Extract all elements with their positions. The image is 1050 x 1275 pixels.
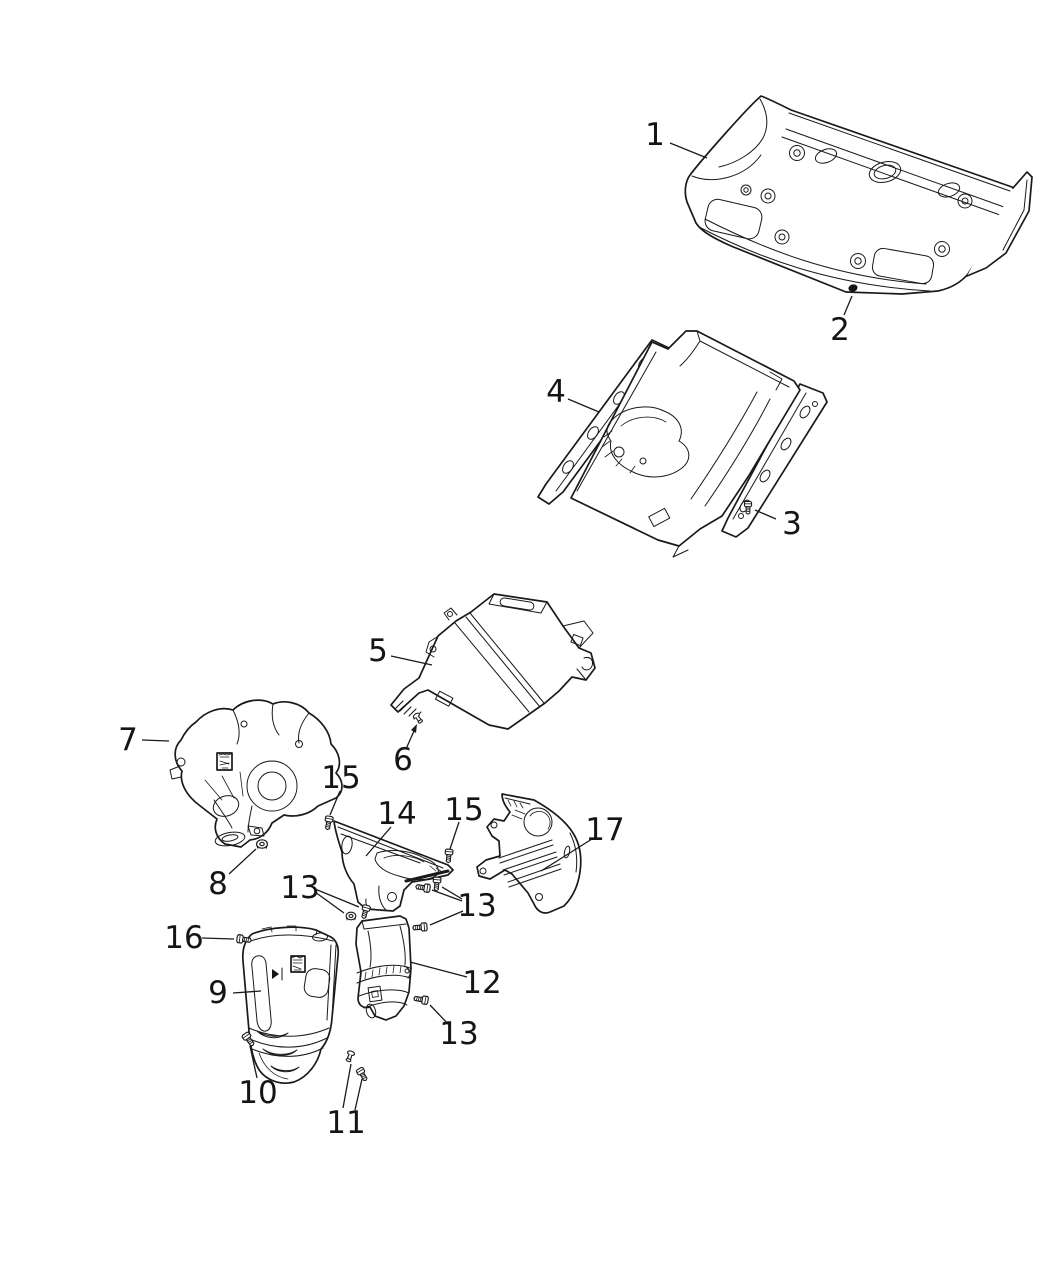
callout-6-leader (405, 730, 415, 750)
callout-6-arrowhead (411, 724, 417, 733)
callout-11-leader (354, 1078, 363, 1111)
callout-13-leader (314, 891, 345, 914)
callout-13-leader (431, 889, 463, 902)
fastener-screw-8 (414, 882, 432, 894)
callout-13-leader (429, 910, 464, 926)
callout-4-leader (567, 398, 600, 413)
callout-15-leader (329, 790, 341, 816)
callout-15-label: 15 (444, 792, 483, 828)
callout-8-leader (228, 848, 257, 875)
fastener-screw-10 (411, 922, 428, 933)
part-4-tunnel-heat-shield (537, 330, 828, 558)
fastener-screw-4 (323, 815, 334, 831)
part-9-converter-front-shield (241, 925, 340, 1084)
fastener-screw-11 (412, 993, 430, 1006)
callout-4-label: 4 (546, 374, 566, 410)
callout-11-label: 11 (326, 1105, 365, 1141)
callout-16-label: 16 (164, 920, 203, 956)
fastener-nut-6 (345, 911, 357, 921)
callout-15-label: 15 (321, 760, 360, 796)
fastener-pin-14 (344, 1049, 356, 1064)
callout-1-label: 1 (645, 117, 665, 153)
callout-10-leader (249, 1045, 258, 1079)
fastener-pin-2 (411, 711, 425, 725)
part-7-manifold-heat-shield (169, 699, 343, 848)
part-5-rear-heat-shield (390, 593, 596, 730)
callout-14-label: 14 (377, 796, 416, 832)
callout-13-label: 13 (457, 888, 496, 924)
fastener-screw-7 (359, 903, 372, 920)
fastener-screw-5 (443, 848, 454, 864)
part-17-rear-converter-shield (476, 793, 582, 914)
fastener-screw-15 (355, 1066, 370, 1083)
part-1-front-floor-heat-shield (684, 95, 1033, 295)
callout-14-leader (365, 826, 392, 857)
callout-17-leader (540, 838, 593, 872)
part-12-converter-rear-shield (355, 915, 412, 1021)
callout-5-label: 5 (368, 633, 388, 669)
callout-6-label: 6 (393, 742, 413, 778)
callout-9-label: 9 (208, 975, 228, 1011)
callout-13-label: 13 (439, 1016, 478, 1052)
callout-15-leader (449, 821, 460, 850)
callout-12-leader (409, 961, 468, 978)
callout-2-label: 2 (830, 312, 850, 348)
callout-1-leader (669, 142, 708, 159)
callout-2-leader (843, 295, 853, 316)
callout-3-leader (754, 509, 777, 520)
callout-7-label: 7 (118, 722, 138, 758)
callout-5-leader (390, 655, 433, 666)
fastener-screw-9 (431, 876, 442, 892)
callout-9-leader (232, 990, 262, 994)
callout-10-label: 10 (238, 1075, 277, 1111)
callout-17-label: 17 (585, 812, 624, 848)
callout-7-leader (141, 739, 170, 742)
callout-13-leader (429, 1004, 451, 1027)
callout-13-leader (314, 888, 360, 908)
callout-3-label: 3 (782, 506, 802, 542)
callout-13-label: 13 (280, 870, 319, 906)
part-14-center-heat-shield (333, 820, 454, 912)
callout-11-leader (342, 1063, 352, 1109)
callout-13-leader (441, 886, 463, 900)
callout-8-label: 8 (208, 866, 228, 902)
callout-12-label: 12 (462, 965, 501, 1001)
fastener-nut-3 (256, 839, 268, 850)
callout-16-leader (201, 937, 235, 940)
